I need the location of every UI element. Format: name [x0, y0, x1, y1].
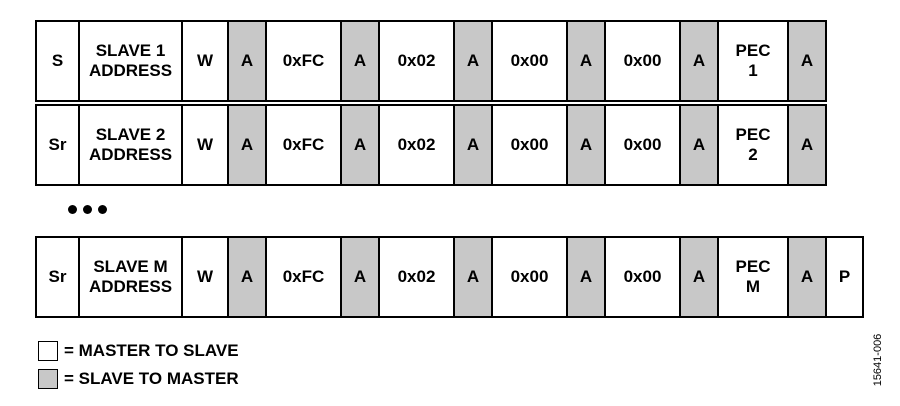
- frame-cell-addr: SLAVE 2 ADDRESS: [78, 104, 183, 186]
- frame-cell-ack: A: [227, 20, 267, 102]
- frame-cell-start: Sr: [35, 104, 80, 186]
- frame-cell-byte: 0x02: [378, 20, 455, 102]
- figure-id: 15641-006: [872, 333, 884, 387]
- frame-cell-pec: PEC M: [717, 236, 789, 318]
- frame-cell-byte: 0x00: [604, 236, 681, 318]
- frame-cell-ack: A: [566, 104, 606, 186]
- legend-slave-to-master: = SLAVE TO MASTER: [38, 369, 239, 389]
- frame-cell-ack: A: [787, 236, 827, 318]
- frame-cell-addr: SLAVE 1 ADDRESS: [78, 20, 183, 102]
- frame-cell-bit: W: [181, 20, 229, 102]
- frame-cell-byte: 0x00: [604, 20, 681, 102]
- frame-cell-ack: A: [227, 104, 267, 186]
- ellipsis-dots: [68, 205, 107, 214]
- frame-cell-byte: 0x00: [491, 20, 568, 102]
- frame-cell-start: Sr: [35, 236, 80, 318]
- frame-cell-byte: 0x02: [378, 104, 455, 186]
- frame-cell-ack: A: [453, 104, 493, 186]
- frame-cell-byte: 0xFC: [265, 20, 342, 102]
- frame-cell-byte: 0x00: [604, 104, 681, 186]
- frame-cell-stop: P: [825, 236, 864, 318]
- legend-label-slave-to-master: = SLAVE TO MASTER: [64, 369, 239, 388]
- frame-cell-ack: A: [787, 20, 827, 102]
- frame-cell-bit: W: [181, 104, 229, 186]
- legend-swatch-grey: [38, 369, 58, 389]
- frame-cell-addr: SLAVE M ADDRESS: [78, 236, 183, 318]
- legend-master-to-slave: = MASTER TO SLAVE: [38, 341, 239, 361]
- frame-cell-byte: 0x00: [491, 104, 568, 186]
- ellipsis-dot: [68, 205, 77, 214]
- frame-cell-ack: A: [566, 236, 606, 318]
- frame-cell-byte: 0x02: [378, 236, 455, 318]
- frame-cell-pec: PEC 2: [717, 104, 789, 186]
- frame-cell-ack: A: [340, 20, 380, 102]
- frame-cell-ack: A: [566, 20, 606, 102]
- frame-cell-pec: PEC 1: [717, 20, 789, 102]
- frame-cell-ack: A: [453, 20, 493, 102]
- legend-label-master-to-slave: = MASTER TO SLAVE: [64, 341, 239, 360]
- ellipsis-dot: [98, 205, 107, 214]
- frame-cell-ack: A: [787, 104, 827, 186]
- frame-cell-start: S: [35, 20, 80, 102]
- frame-cell-ack: A: [679, 104, 719, 186]
- legend-swatch-white: [38, 341, 58, 361]
- frame-cell-byte: 0x00: [491, 236, 568, 318]
- frame-cell-ack: A: [340, 104, 380, 186]
- frame-cell-ack: A: [340, 236, 380, 318]
- frame-cell-ack: A: [679, 236, 719, 318]
- frame-cell-byte: 0xFC: [265, 104, 342, 186]
- frame-cell-ack: A: [679, 20, 719, 102]
- frame-cell-byte: 0xFC: [265, 236, 342, 318]
- ellipsis-dot: [83, 205, 92, 214]
- frame-cell-ack: A: [453, 236, 493, 318]
- frame-cell-ack: A: [227, 236, 267, 318]
- frame-cell-bit: W: [181, 236, 229, 318]
